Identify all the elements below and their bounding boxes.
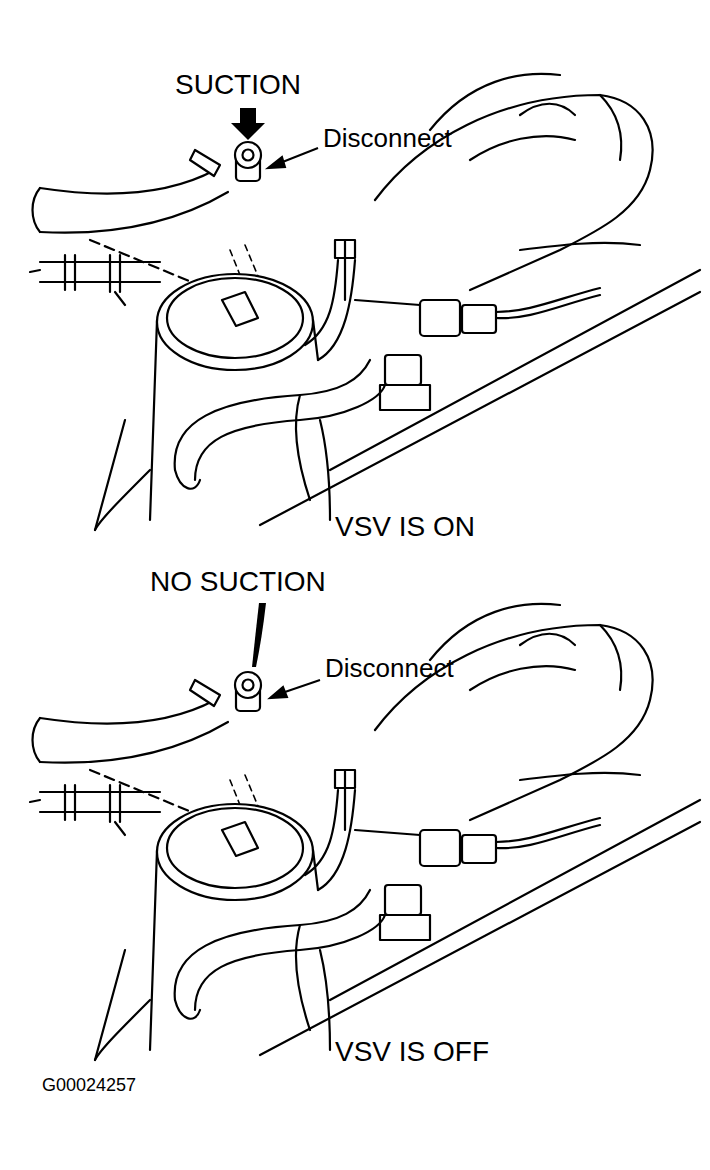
hose-fitting [235, 672, 261, 711]
engine-drawing [30, 604, 700, 1060]
figure-code: G00024257 [42, 1076, 136, 1096]
suction-arrow [231, 108, 265, 140]
engine-drawing [30, 74, 700, 530]
heading-label: SUCTION [175, 70, 301, 101]
heading-label: NO SUCTION [150, 567, 326, 598]
leader-mark [252, 603, 266, 667]
state-label: VSV IS ON [335, 512, 475, 543]
state-label: VSV IS OFF [335, 1037, 489, 1068]
callout-label: Disconnect [323, 124, 452, 153]
hose-fitting [235, 142, 261, 181]
leader-arrow [268, 148, 320, 698]
callout-label: Disconnect [325, 654, 454, 683]
